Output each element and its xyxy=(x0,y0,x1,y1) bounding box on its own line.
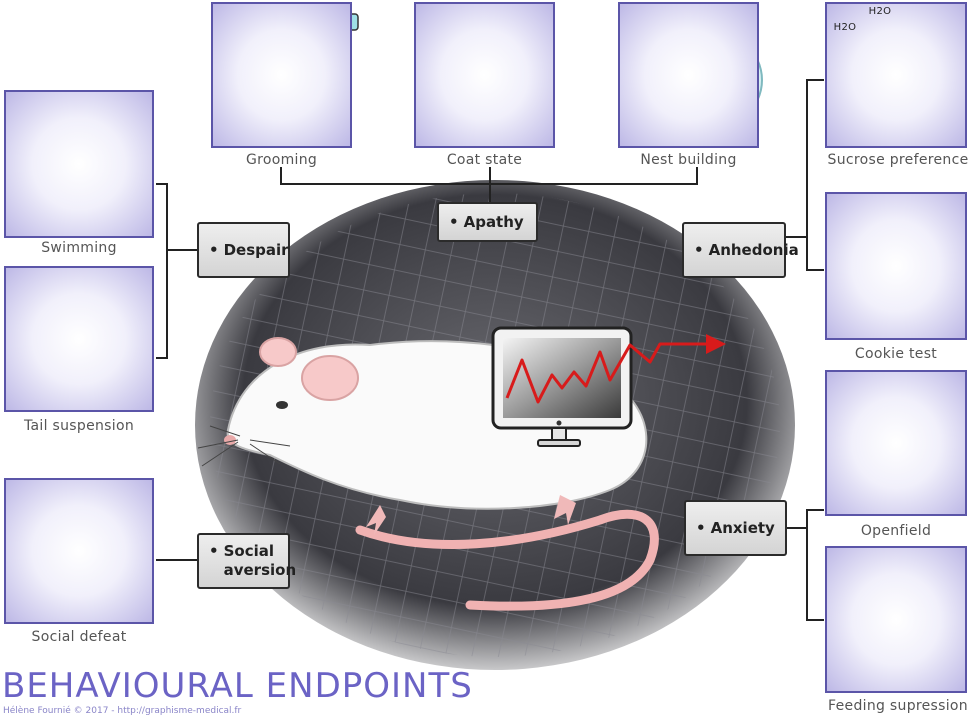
label-tail-suspension: Tail suspension xyxy=(24,418,134,434)
label-sucrose-preference: Sucrose preference xyxy=(827,152,969,168)
panel-cookie-test xyxy=(825,192,967,340)
category-anxiety-label: Anxiety xyxy=(710,518,775,537)
panel-openfield xyxy=(825,370,967,516)
bullet-icon: • xyxy=(449,212,459,231)
water-label-right: H2O xyxy=(868,6,892,17)
panel-coat-state xyxy=(414,2,555,148)
panel-tail-suspension xyxy=(4,266,154,412)
water-label-left: H2O xyxy=(833,22,857,33)
label-grooming: Grooming xyxy=(245,152,318,168)
panel-sucrose-preference xyxy=(825,2,967,148)
diagram-title: BEHAVIOURAL ENDPOINTS xyxy=(2,666,473,706)
trend-arrow-icon xyxy=(505,334,726,404)
label-coat-state: Coat state xyxy=(446,152,523,168)
panel-grooming xyxy=(211,2,352,148)
label-openfield: Openfield xyxy=(860,523,932,539)
label-cookie-test: Cookie test xyxy=(854,346,938,362)
category-anhedonia: •Anhedonia xyxy=(682,222,799,278)
label-nest-building: Nest building xyxy=(640,152,737,168)
bullet-icon: • xyxy=(209,542,219,560)
category-anxiety: •Anxiety xyxy=(684,500,787,556)
monitor-icon xyxy=(491,326,633,447)
bullet-icon: • xyxy=(694,240,704,259)
bullet-icon: • xyxy=(696,518,706,537)
category-apathy: •Apathy xyxy=(437,202,538,242)
panel-feeding-supression xyxy=(825,546,967,693)
category-despair: •Despair xyxy=(197,222,290,278)
panel-social-defeat xyxy=(4,478,154,624)
category-social-aversion: •Social aversion xyxy=(197,533,296,589)
label-social-defeat: Social defeat xyxy=(31,629,127,645)
bullet-icon: • xyxy=(209,240,219,259)
category-anhedonia-label: Anhedonia xyxy=(708,240,799,259)
category-social-aversion-label: Social aversion xyxy=(223,542,297,579)
connector-lines xyxy=(156,79,824,621)
category-apathy-label: Apathy xyxy=(463,212,524,231)
label-feeding-supression: Feeding supression xyxy=(828,698,968,714)
panel-nest-building xyxy=(618,2,759,148)
panel-swimming xyxy=(4,90,154,238)
credit-line: Hélène Fournié © 2017 - http://graphisme… xyxy=(3,706,242,716)
category-despair-label: Despair xyxy=(223,240,289,259)
label-swimming: Swimming xyxy=(41,240,117,256)
